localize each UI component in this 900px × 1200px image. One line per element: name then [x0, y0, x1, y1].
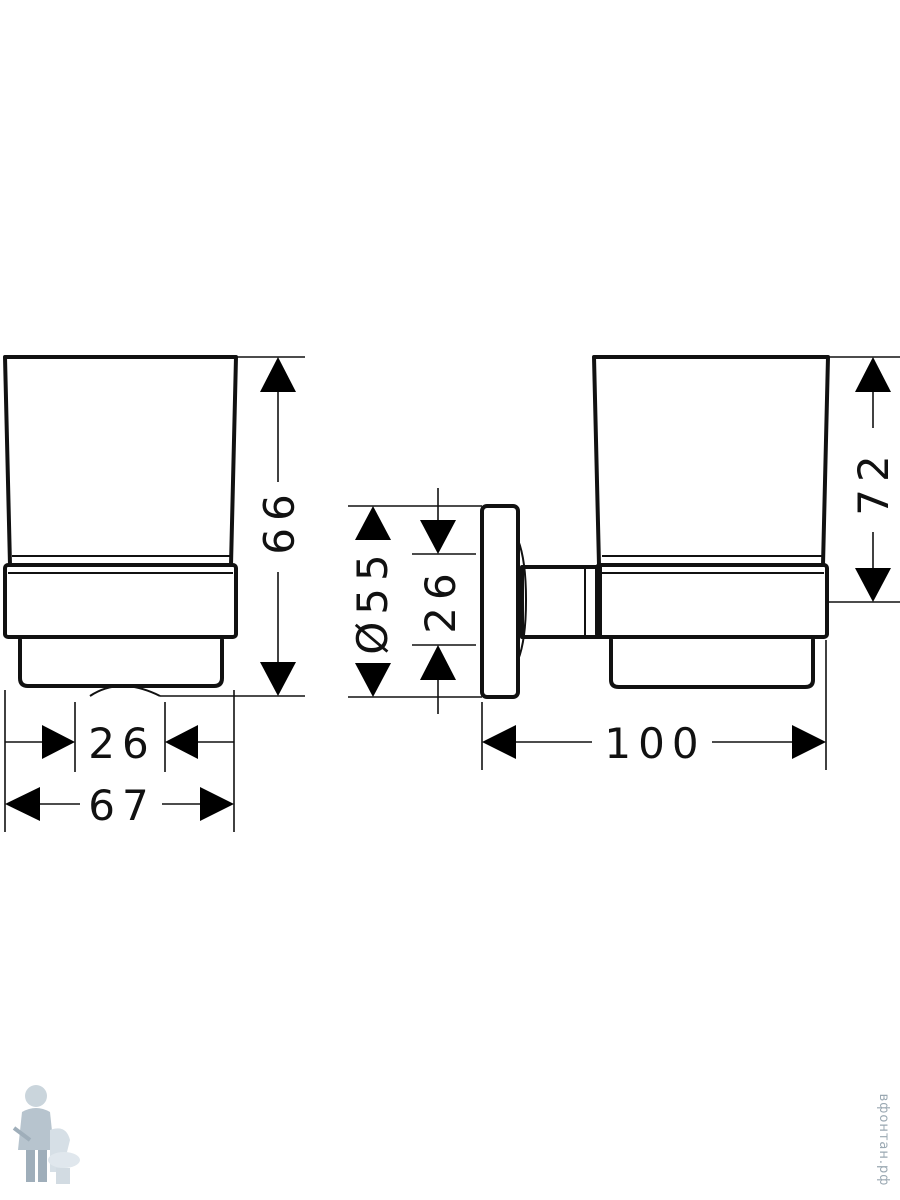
front-mount-curve	[89, 685, 161, 697]
arrow-up	[855, 357, 891, 392]
arrow-right	[42, 725, 75, 759]
front-inner-width-label: 26	[88, 719, 155, 768]
front-total-width-label: 67	[88, 781, 155, 830]
watermark-text: вфонтан.рф	[876, 1094, 891, 1187]
arrow-left	[482, 725, 516, 759]
dim-front-inner-width: 26	[5, 702, 234, 772]
arm-height-label: 26	[416, 566, 465, 633]
dim-front-total-width: 67	[4, 690, 235, 832]
front-height-label: 99	[253, 494, 302, 561]
front-glass-outline	[3, 355, 238, 567]
wall-plate-inner	[517, 539, 528, 661]
dim-plate-diameter: Ø55	[348, 505, 482, 698]
arrow-down	[260, 662, 296, 696]
dim-projection: 100	[481, 640, 827, 770]
side-view	[480, 355, 830, 699]
side-holder-ring	[595, 563, 829, 639]
arrow-down	[420, 520, 456, 554]
arrow-left	[165, 725, 198, 759]
front-view	[3, 355, 238, 697]
wall-plate	[480, 504, 520, 699]
arrow-right	[200, 787, 234, 821]
side-glass-outline	[592, 355, 830, 567]
dim-glass-height: 72	[828, 356, 900, 603]
arrow-right	[792, 725, 826, 759]
arm	[520, 565, 602, 639]
arrow-down	[355, 663, 391, 697]
glass-height-label: 72	[849, 448, 898, 515]
arrow-up	[260, 357, 296, 392]
plate-diameter-label: Ø55	[348, 547, 397, 655]
dim-arm-height: 26	[412, 488, 476, 714]
arrow-up	[355, 506, 391, 540]
front-glass-bottom	[18, 638, 224, 688]
arrow-up	[420, 645, 456, 680]
arrow-down	[855, 568, 891, 602]
arrow-left	[5, 787, 40, 821]
plumber-logo	[12, 1085, 80, 1184]
dim-front-height: 99	[160, 356, 305, 697]
front-holder-ring	[3, 563, 238, 639]
side-glass-bottom	[609, 638, 815, 689]
projection-label: 100	[604, 719, 705, 768]
